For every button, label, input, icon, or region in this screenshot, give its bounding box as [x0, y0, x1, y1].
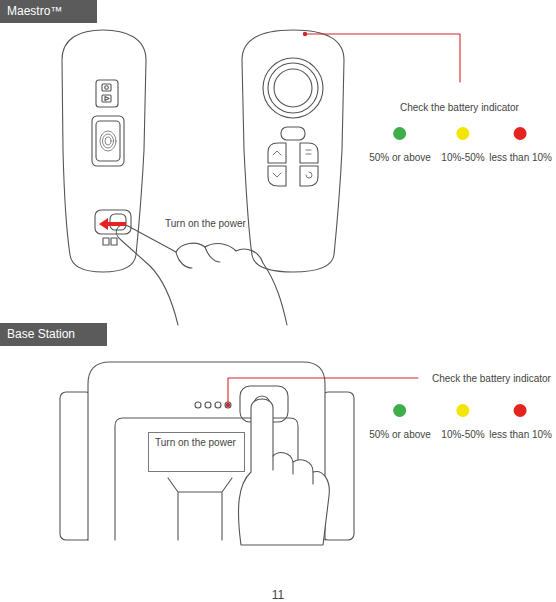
joystick	[274, 69, 312, 107]
camera-lens	[105, 86, 109, 90]
video-icon	[102, 95, 111, 102]
joystick-ring	[263, 58, 323, 118]
base-neck	[168, 478, 232, 540]
key	[300, 166, 318, 186]
legend-text: less than 10%	[489, 429, 552, 440]
remote-front-outline	[242, 30, 344, 272]
fingerprint-pad-frame	[92, 116, 124, 166]
callout-text: Check the battery indicator	[400, 102, 519, 113]
key	[268, 143, 286, 163]
legend-item: 10%-50%	[441, 127, 484, 163]
legend-item: 50% or above	[369, 404, 431, 440]
legend-swatch	[394, 404, 407, 417]
fingerprint-pad	[96, 121, 120, 161]
legend-text: less than 10%	[489, 152, 552, 163]
indicator-icon	[103, 238, 109, 245]
mode-button	[96, 80, 118, 107]
camera-icon	[102, 84, 111, 91]
node-text: Turn on the power	[155, 437, 238, 448]
legend-text: 50% or above	[369, 429, 431, 440]
page-number: 11	[272, 588, 284, 602]
legend-swatch	[514, 127, 527, 140]
legend-item: less than 10%	[489, 127, 552, 163]
remote-back-outline	[62, 30, 146, 272]
battery-led	[226, 403, 230, 407]
status-led	[215, 402, 221, 408]
status-led	[205, 402, 211, 408]
callout-text: Check the battery indicator	[432, 373, 551, 384]
base-leg	[60, 392, 92, 540]
legend-swatch	[456, 404, 469, 417]
key-symbol	[273, 150, 312, 178]
leader-line	[305, 34, 460, 82]
indicator-icon	[111, 238, 117, 245]
battery-led	[303, 32, 307, 36]
legend-item: less than 10%	[489, 404, 552, 440]
legend-item: 10%-50%	[441, 404, 484, 440]
play-icon	[105, 97, 109, 101]
node-text: Base Station	[7, 327, 97, 341]
node-text: Maestro™	[7, 4, 87, 18]
section-header: Base Station	[0, 323, 107, 346]
legend-swatch	[514, 404, 527, 417]
hand	[116, 225, 287, 325]
hand	[176, 247, 220, 268]
key	[300, 143, 318, 163]
status-led	[225, 402, 231, 408]
hand	[238, 399, 329, 545]
instruction-text: Turn on the power	[165, 218, 246, 229]
mode-key	[281, 127, 305, 140]
key	[268, 166, 286, 186]
legend-text: 50% or above	[369, 152, 431, 163]
screen-box: Turn on the power	[148, 432, 245, 472]
direction-arrow	[99, 218, 126, 230]
legend-text: 10%-50%	[441, 429, 484, 440]
status-led	[195, 402, 201, 408]
leader-line	[228, 378, 418, 402]
joystick-ring	[268, 63, 318, 113]
section-header: Maestro™	[0, 0, 97, 23]
fingerprint-lines	[100, 131, 116, 151]
hand	[273, 456, 313, 484]
legend-item: 50% or above	[369, 127, 431, 163]
legend-swatch	[394, 127, 407, 140]
legend-text: 10%-50%	[441, 152, 484, 163]
power-switch-frame	[95, 210, 131, 234]
legend-swatch	[456, 127, 469, 140]
